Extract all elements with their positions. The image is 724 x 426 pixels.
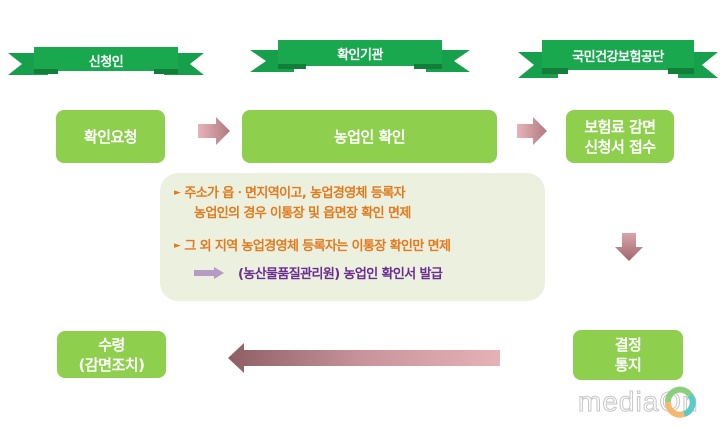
note-text-3: 그 외 지역 농업경영체 등록자는 이통장 확인만 면제 — [184, 239, 451, 254]
ribbon-shape-icon — [250, 40, 470, 72]
header-nhis-label: 국민건강보험공단 — [572, 50, 664, 65]
arrow-left-long-icon — [228, 343, 500, 373]
arrow-right-icon — [198, 117, 230, 145]
ribbon-shape-icon — [8, 47, 204, 75]
arrow-down-icon — [615, 233, 643, 261]
note-line-3: ►그 외 지역 농업경영체 등록자는 이통장 확인만 면제 — [174, 235, 451, 254]
note-text-4: (농산물품질관리원) 농업인 확인서 발급 — [238, 267, 443, 282]
note-panel: ►주소가 읍ㆍ면지역이고, 농업경영체 등록자 농업인의 경우 이통장 및 읍면… — [160, 173, 545, 301]
note-line-4: (농산물품질관리원) 농업인 확인서 발급 — [194, 263, 443, 282]
bullet-triangle-icon: ► — [174, 241, 181, 251]
box-decision-notice: 결정 통지 — [573, 330, 683, 380]
bullet-triangle-icon: ► — [174, 188, 181, 198]
note-text-1: 주소가 읍ㆍ면지역이고, 농업경영체 등록자 — [184, 186, 405, 201]
box-request-confirmation: 확인요청 — [56, 110, 165, 163]
arrow-right-purple-icon — [194, 267, 224, 279]
watermark-logo: mediaOn — [578, 386, 718, 422]
header-ribbon-verifier: 확인기관 — [250, 38, 470, 78]
header-ribbon-applicant: 신청인 — [8, 45, 204, 85]
ribbon-shape-icon — [518, 40, 718, 78]
note-line-1: ►주소가 읍ㆍ면지역이고, 농업경영체 등록자 — [174, 182, 406, 201]
box-application-receipt: 보험료 감면 신청서 접수 — [566, 110, 674, 163]
arrow-right-icon — [517, 117, 547, 145]
header-applicant-label: 신청인 — [88, 55, 124, 70]
header-ribbon-nhis: 국민건강보험공단 — [518, 38, 718, 78]
note-line-2: 농업인의 경우 이통장 및 읍면장 확인 면제 — [194, 206, 411, 221]
box-receive-reduction: 수령 (감면조치) — [57, 331, 166, 378]
header-verifier-label: 확인기관 — [337, 48, 383, 63]
box-farmer-confirmation: 농업인 확인 — [242, 110, 497, 163]
mediaon-ring-icon — [665, 386, 696, 418]
